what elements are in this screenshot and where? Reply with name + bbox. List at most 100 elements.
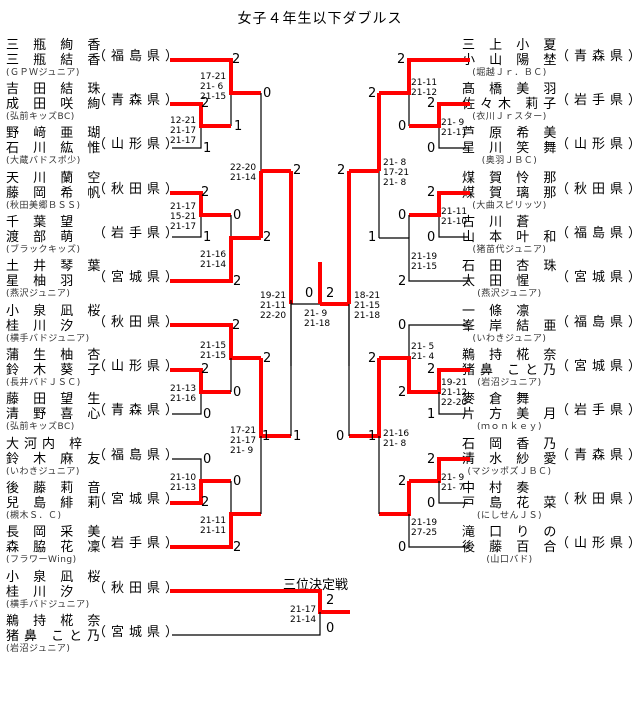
prefecture-label: （青森県） [93,403,184,418]
match-score: 0 [263,86,272,101]
club-name: (堀越Ｊｒ．ＢＣ) [472,68,547,78]
match-score: 2 [201,362,210,377]
bracket-line [170,323,261,360]
prefecture-label: （秋田県） [556,492,640,507]
player-name: 佐々木 莉子 [462,97,562,112]
club-name: (弘前キッズBC) [6,112,75,122]
prefecture-label: （岩手県） [93,536,184,551]
club-name: (猪苗代ジュニア) [472,245,547,255]
bracket-line [170,589,350,614]
player-name: 煤 賀 璃 那 [462,186,562,201]
bracket-line [379,58,470,95]
player-name: 鵜 持 椛 奈 [6,614,106,629]
game-scores: 19-21 21-12 22-20 [441,378,468,408]
game-scores: 21- 5 21- 4 [411,342,435,362]
player-name: 太 田 惺 [462,274,535,289]
left-player-entry: 小 泉 凪 桜桂 川 汐(横手バドジュニア) [6,304,105,345]
bracket-line [438,392,468,415]
match-score: 2 [427,185,436,200]
player-name: 古 川 蒼 [462,215,535,230]
prefecture-label: （福島県） [93,49,184,64]
player-name: 猪鼻 こと乃 [6,629,106,644]
match-score: 1 [203,141,212,156]
player-name: 森 脇 花 凜 [6,540,106,555]
club-name: (弘前キッズBC) [6,422,75,432]
prefecture-label: （福島県） [93,448,184,463]
bracket-line [170,191,231,217]
right-player-entry: 煤 賀 怜 那煤 賀 璃 那(大曲スピリッツ) [462,171,561,212]
player-name: 髙 橋 美 羽 [462,82,562,97]
club-name: (いわきジュニア) [472,334,547,344]
game-scores: 21-16 21- 8 [383,429,410,449]
bracket-line [170,512,261,549]
player-name: 小 泉 凪 桜 [6,304,106,319]
prefecture-label: （青森県） [93,93,184,108]
match-score: 2 [326,593,335,608]
left-player-entry: 蒲 生 柚 杏鈴 木 葵 子(長井バドＪＳＣ) [6,348,105,389]
right-player-entry: 髙 橋 美 羽佐々木 莉子(衣川Ｊｒスター) [462,82,561,123]
match-score: 1 [234,119,243,134]
prefecture-label: （青森県） [556,49,640,64]
prefecture-label: （秋田県） [93,581,184,596]
player-name: 大河内 梓 [6,437,88,452]
player-name: 土 井 琴 葉 [6,259,106,274]
right-player-entry: 古 川 蒼山 本 叶 和(猪苗代ジュニア) [462,215,561,256]
left-player-entry: 三 瓶 絢 香三 瓶 結 香(ＧＰＷジュニア) [6,38,105,79]
match-score: 1 [203,230,212,245]
player-name: 清 野 喜 心 [6,407,106,422]
match-score: 1 [368,230,377,245]
match-score: 2 [201,185,210,200]
match-score: 2 [427,96,436,111]
game-scores: 21- 9 21-18 [304,309,331,329]
game-scores: 21-17 15-21 21-17 [170,202,197,232]
game-scores: 17-21 21- 6 21-15 [200,72,227,102]
right-player-entry: 石 田 杏 珠太 田 惺(燕沢ジュニア) [462,259,561,300]
match-score: 2 [232,52,241,67]
game-scores: 21-19 21-15 [411,252,438,272]
player-name: 芦 原 希 美 [462,126,562,141]
player-name: 猪鼻 こと乃 [462,363,562,378]
match-score: 1 [293,429,302,444]
match-score: 2 [427,362,436,377]
right-player-entry: 石 岡 香 乃清 水 紗 愛(マジッポズＪＢＣ) [462,437,561,478]
bracket-line [379,356,470,394]
player-name: 峯 岸 結 亜 [462,319,562,334]
left-player-entry: 藤 田 望 生清 野 喜 心(弘前キッズBC) [6,392,105,433]
prefecture-label: （秋田県） [93,182,184,197]
right-player-entry: 三 上 小 夏小 山 陽 埜(堀越Ｊｒ．ＢＣ) [462,38,561,79]
match-score: 2 [232,318,241,333]
prefecture-label: （宮城県） [556,359,640,374]
player-name: 三 瓶 絢 香 [6,38,106,53]
prefecture-label: （宮城県） [93,492,184,507]
player-name: 一 條 凛 [462,304,535,319]
player-name: 渡 部 萌 [6,230,79,245]
match-score: 2 [201,495,210,510]
player-name: 星 川 笑 舞 [462,141,562,156]
player-name: 桂 川 汐 [6,319,79,334]
player-name: 後 藤 莉 音 [6,481,106,496]
match-score: 0 [326,621,335,636]
match-score: 0 [336,429,345,444]
match-score: 0 [398,318,407,333]
left-player-entry: 天 川 蘭 空藤 岡 希 帆(秋田美郷ＢＳＳ) [6,171,105,212]
match-score: 2 [398,474,407,489]
prefecture-label: （秋田県） [556,182,640,197]
player-name: 小 山 陽 埜 [462,53,562,68]
bracket-line [438,481,468,504]
left-player-entry: 後 藤 莉 音兒 島 緋 莉(槻木Ｓ．Ｃ) [6,481,105,522]
match-score: 1 [427,407,436,422]
player-name: 石 川 紘 惟 [6,141,106,156]
match-score: 1 [368,429,377,444]
game-scores: 21-17 21-14 [290,605,317,625]
club-name: (燕沢ジュニア) [6,289,71,299]
club-name: (山口バド) [486,555,533,565]
left-player-entry: 千 葉 望渡 部 萌(ブラックキッズ) [6,215,81,256]
match-score: 0 [203,407,212,422]
game-scores: 21-11 21-11 [200,516,227,536]
bracket-line [259,358,291,438]
club-name: (横手バドジュニア) [6,600,90,610]
club-name: (大曲スピリッツ) [472,201,547,211]
game-scores: 21-11 21-12 [411,78,438,98]
prefecture-label: （青森県） [556,448,640,463]
player-name: 三 上 小 夏 [462,38,562,53]
